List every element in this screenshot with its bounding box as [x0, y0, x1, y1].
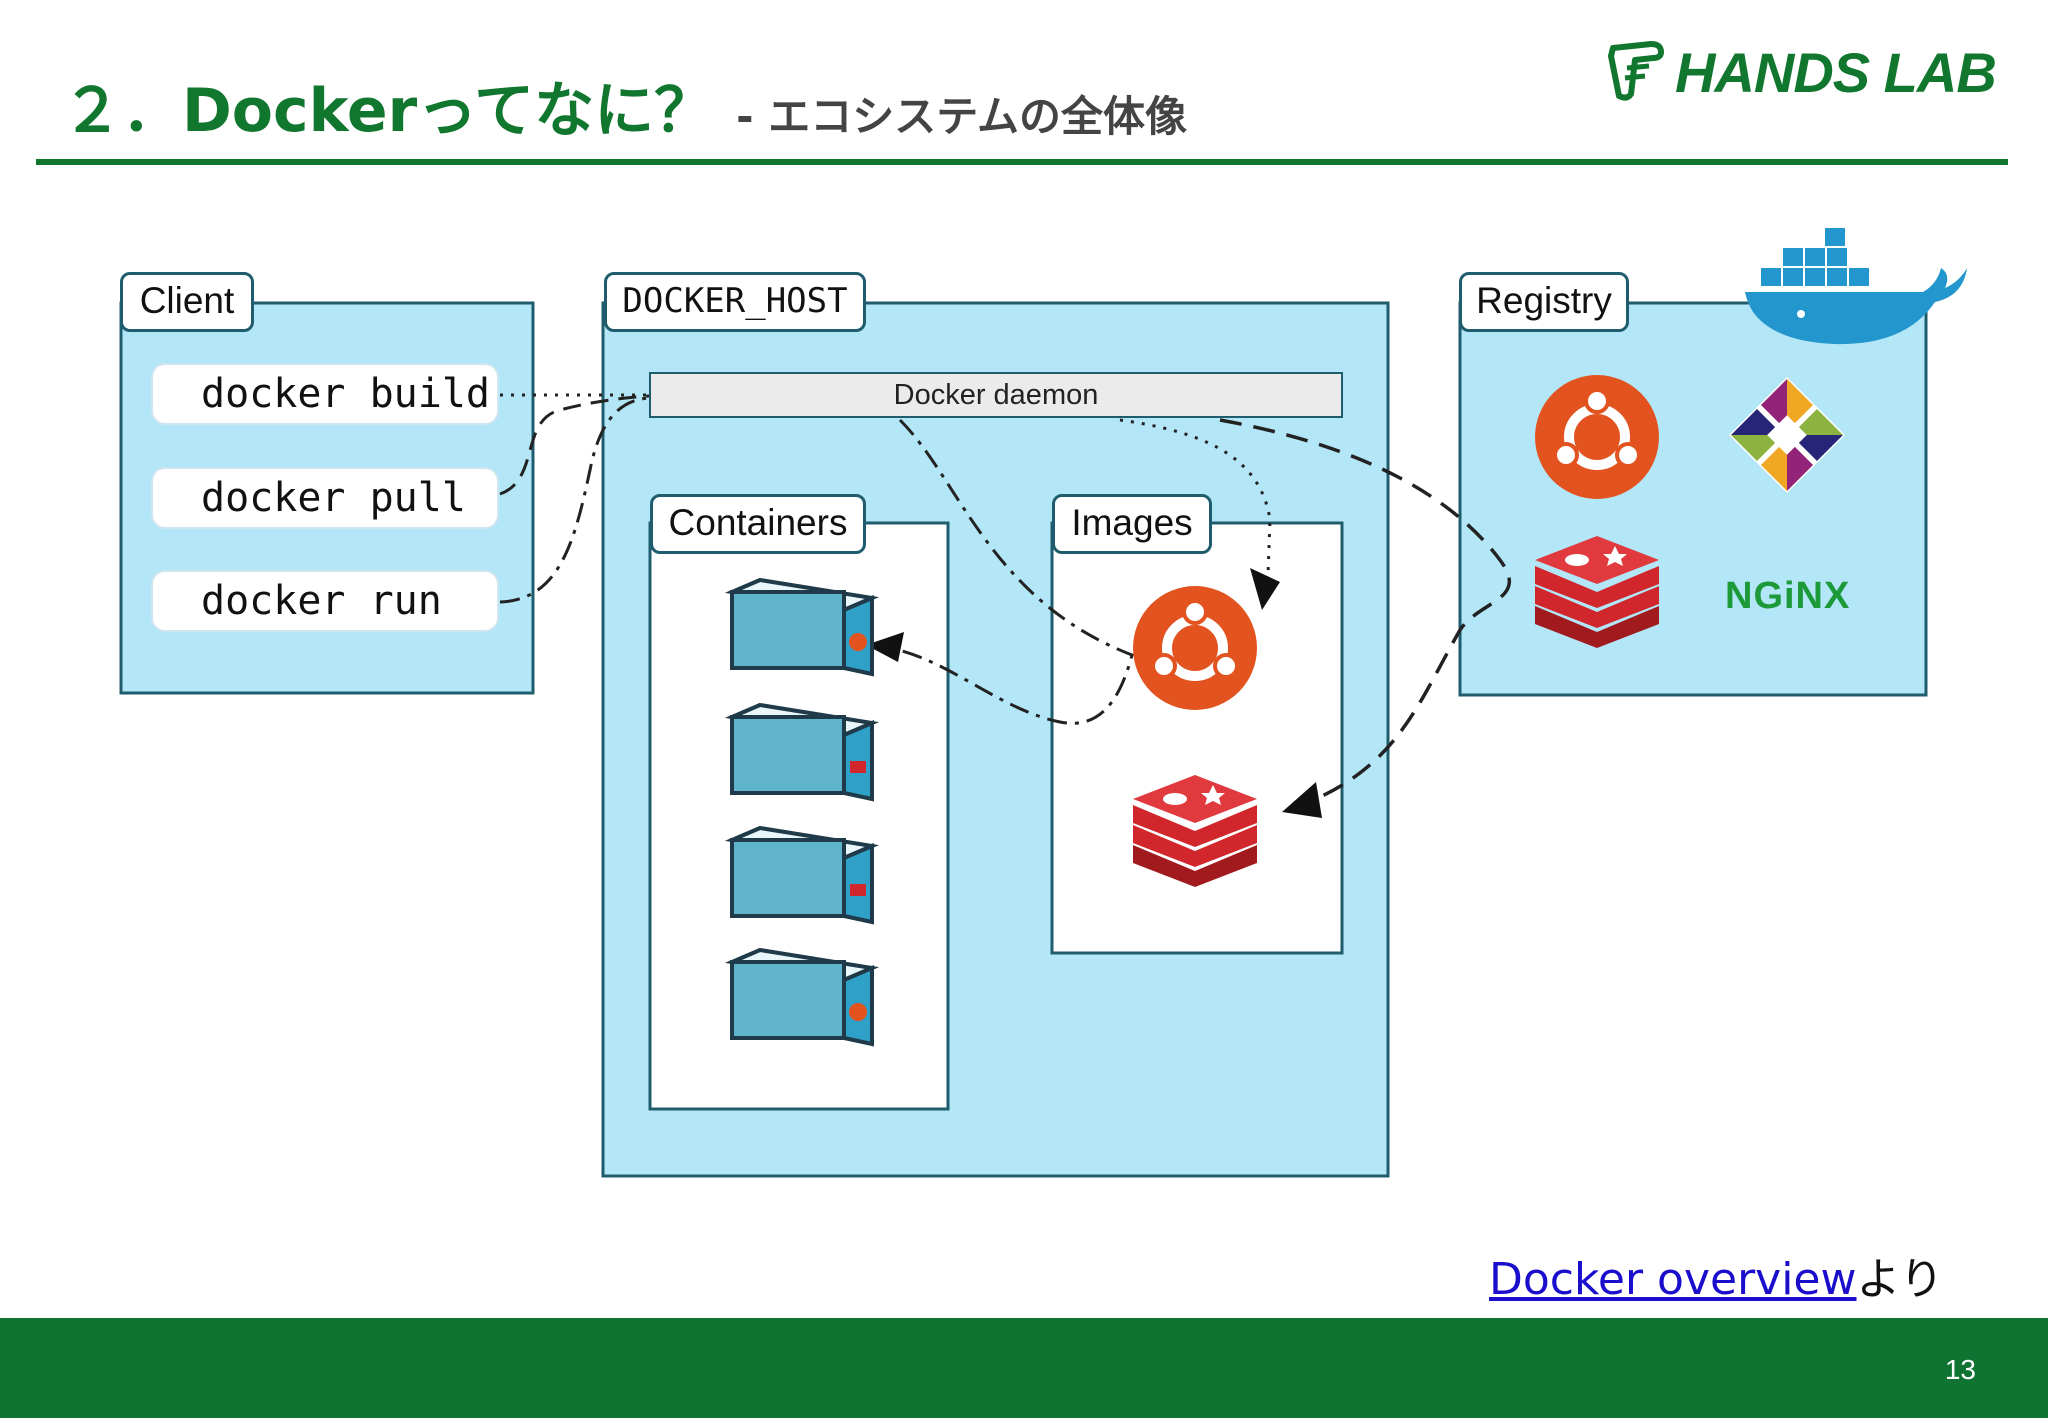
docker-architecture-diagram	[119, 228, 1967, 1178]
ubuntu-image-icon	[1133, 586, 1257, 710]
run-connector	[499, 396, 650, 604]
pull-connector	[499, 394, 650, 496]
docker-run-command: docker run	[153, 572, 497, 630]
source-attribution: Docker overviewより	[1489, 1243, 1944, 1307]
docker-overview-link[interactable]: Docker overview	[1489, 1254, 1857, 1305]
slide-title: ２．Dockerってなに？ - エコシステムの全体像	[62, 62, 1187, 149]
registry-label: Registry	[1459, 272, 1629, 332]
slide-subtitle: - エコシステムの全体像	[736, 92, 1187, 141]
registry-panel	[1458, 301, 1928, 697]
centos-registry-icon	[1729, 377, 1845, 493]
nginx-registry-logo: NGiNX	[1725, 575, 1851, 617]
logo-text: HANDS LAB	[1675, 41, 1997, 104]
ubuntu-registry-icon	[1535, 375, 1659, 499]
docker-whale-icon	[1745, 228, 1967, 345]
source-suffix: より	[1856, 1254, 1944, 1305]
arrowhead	[866, 632, 904, 662]
docker-build-command: docker build	[153, 365, 497, 423]
images-label: Images	[1052, 494, 1212, 554]
containers-label: Containers	[650, 494, 866, 554]
page-number: 13	[1944, 1354, 1976, 1385]
container-icon	[724, 825, 880, 925]
container-icon	[724, 947, 880, 1047]
run-to-container-connector	[889, 418, 1134, 725]
container-icon	[724, 702, 880, 802]
container-icons	[724, 577, 880, 1047]
container-icon	[724, 577, 880, 677]
docker-host-label: DOCKER_HOST	[604, 272, 866, 332]
footer-bar: 13	[0, 1318, 2048, 1418]
client-label: Client	[120, 272, 254, 332]
pointing-hand-icon	[1608, 41, 1664, 101]
hands-lab-logo: HANDS LAB	[1605, 38, 2005, 104]
arrowhead	[1250, 568, 1280, 610]
pull-to-image-connector	[1219, 418, 1511, 800]
slide-title-main: ２．Dockerってなに？	[62, 76, 715, 146]
docker-pull-command: docker pull	[153, 469, 497, 527]
title-divider	[36, 159, 2008, 165]
docker-daemon: Docker daemon	[649, 372, 1343, 418]
redis-image-icon	[1133, 775, 1257, 887]
redis-registry-icon	[1535, 536, 1659, 648]
arrowhead	[1282, 782, 1322, 818]
